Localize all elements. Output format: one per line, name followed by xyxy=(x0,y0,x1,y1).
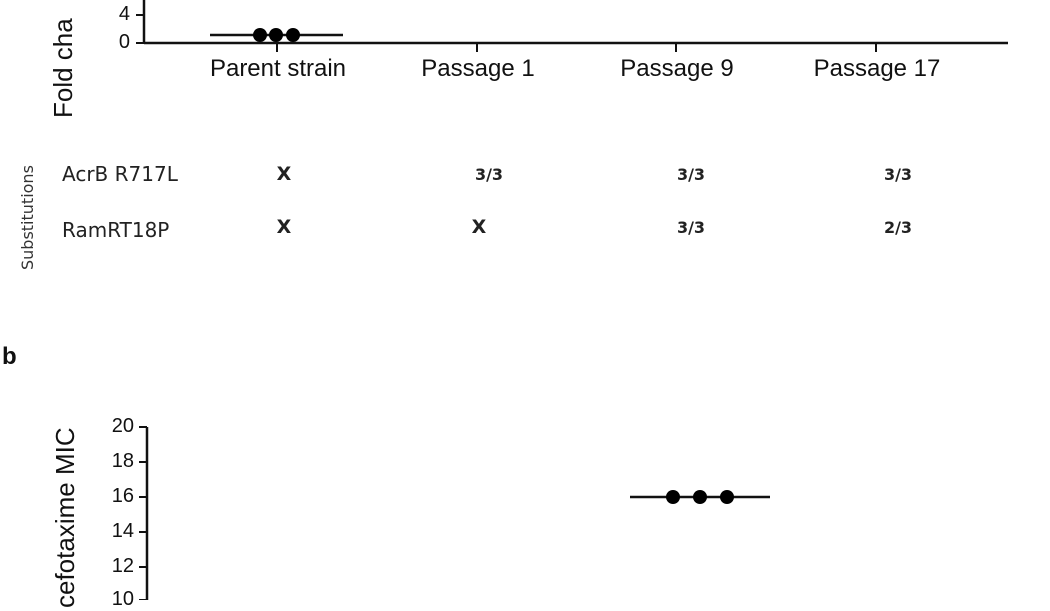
panel-b-ytick-label: 16 xyxy=(111,485,134,507)
panel-a-y-axis-label: Fold cha xyxy=(48,18,78,118)
panel-b-ytick-label: 18 xyxy=(111,450,134,472)
data-point xyxy=(666,490,680,504)
data-point xyxy=(286,28,300,42)
x-category-label: Parent strain xyxy=(209,55,347,82)
panel-b-letter: b xyxy=(2,343,17,370)
substitution-cell: X xyxy=(276,216,292,238)
panel-b-ytick-label: 20 xyxy=(111,415,134,437)
substitution-cell: X xyxy=(276,163,292,185)
panel-a-ytick-label: 4 xyxy=(118,3,130,25)
substitution-row-label: AcrB R717L xyxy=(62,162,178,186)
panel-b-ytick-label: 14 xyxy=(111,520,134,542)
substitution-cell: 2/3 xyxy=(883,218,913,237)
substitutions-title: Substitutions xyxy=(18,165,37,270)
x-category-label: Passage 9 xyxy=(620,55,734,82)
substitution-cell: 3/3 xyxy=(474,165,504,184)
substitution-row-label: RamRT18P xyxy=(62,218,170,242)
x-category-label: Passage 17 xyxy=(813,55,941,82)
data-point xyxy=(720,490,734,504)
x-category-label: Passage 1 xyxy=(421,55,535,82)
panel-a-ytick-label: 0 xyxy=(118,31,130,53)
substitution-cell: 3/3 xyxy=(676,218,706,237)
panel-b-y-axis-label: cefotaxime MIC xyxy=(50,427,80,608)
substitution-cell: 3/3 xyxy=(676,165,706,184)
substitution-cell: 3/3 xyxy=(883,165,913,184)
data-point xyxy=(269,28,283,42)
data-point xyxy=(693,490,707,504)
substitution-cell: X xyxy=(471,216,487,238)
panel-b-ytick-label: 12 xyxy=(111,555,134,577)
data-point xyxy=(253,28,267,42)
